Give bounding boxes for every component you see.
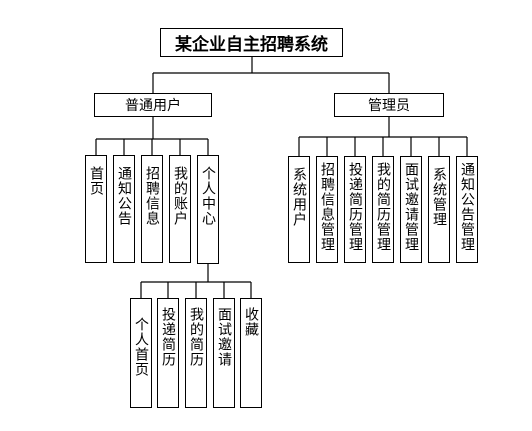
admin-item-label: 系统用户 [291,167,307,227]
root-node: 某企业自主招聘系统 [160,28,343,57]
admin-item-system-mgmt: 系统管理 [428,156,450,263]
admin-item-jobs-mgmt: 招聘信息管理 [316,156,338,263]
admin-item-label: 我的简历管理 [375,162,391,252]
admin-item-label: 系统管理 [431,167,447,227]
center-item-label: 个人首页 [133,317,149,377]
admin-item-label: 面试邀请管理 [403,162,419,252]
center-item-label: 面试邀请 [216,307,232,367]
center-item-home: 个人首页 [130,298,152,408]
admin-item-system-users: 系统用户 [288,156,310,263]
admin-item-interview-mgmt: 面试邀请管理 [400,156,422,263]
center-item-label: 我的简历 [188,307,204,367]
admin-item-resume-submit-mgmt: 投递简历管理 [344,156,366,263]
admin-item-label: 通知公告管理 [459,162,475,252]
user-item-label: 首页 [88,166,104,196]
user-node: 普通用户 [94,93,212,117]
user-item-jobs: 招聘信息 [141,155,163,263]
user-item-notice: 通知公告 [113,155,135,263]
admin-item-notice-mgmt: 通知公告管理 [456,156,478,263]
user-item-label: 通知公告 [116,166,132,226]
admin-item-label: 投递简历管理 [347,162,363,252]
user-item-home: 首页 [85,155,107,263]
center-item-my-resume: 我的简历 [185,298,207,408]
center-item-favorites: 收藏 [240,298,262,408]
admin-label: 管理员 [368,98,410,114]
admin-node: 管理员 [334,93,444,117]
user-item-account: 我的账户 [169,155,191,263]
user-item-label: 我的账户 [172,166,188,226]
user-item-label: 个人中心 [200,166,216,226]
center-item-label: 投递简历 [160,307,176,367]
user-item-label: 招聘信息 [144,166,160,226]
center-item-submit-resume: 投递简历 [157,298,179,408]
root-label: 某企业自主招聘系统 [175,35,328,55]
user-label: 普通用户 [125,98,181,114]
user-item-center: 个人中心 [197,155,219,264]
admin-item-label: 招聘信息管理 [319,162,335,252]
admin-item-my-resume-mgmt: 我的简历管理 [372,156,394,263]
center-item-label: 收藏 [243,307,259,337]
center-item-interview: 面试邀请 [213,298,235,408]
